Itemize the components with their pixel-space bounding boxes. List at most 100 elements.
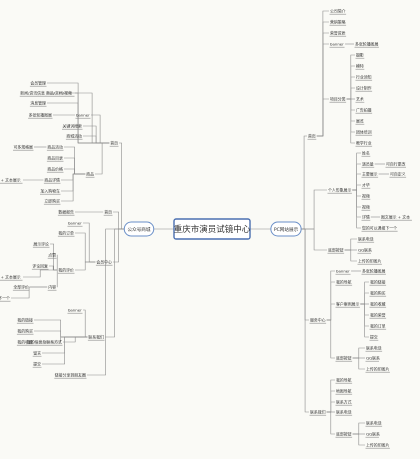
topic-node[interactable]: 上传的印图片 [357,259,382,265]
topic-node[interactable]: 加入购物车 [40,189,61,195]
topic-node[interactable]: 我的购买 [369,291,387,297]
topic-node[interactable]: 联系电话 [357,237,375,243]
topic-node[interactable]: 摄影 [355,53,365,59]
topic-node[interactable]: 才华 [361,183,371,189]
topic-node[interactable]: banner [335,269,351,275]
topic-node[interactable]: 内容 [47,285,57,291]
topic-node[interactable]: 商品/文档/视频 [45,91,75,97]
topic-node[interactable]: 我的购买 [16,329,34,335]
topic-node[interactable]: QQ联系 [365,356,381,362]
topic-node[interactable]: 多张轮播图展 [354,42,379,48]
topic-node[interactable]: 评论回复 [31,264,49,270]
topic-node[interactable]: 我的导航 [335,280,353,286]
topic-node[interactable]: 留言 [32,351,42,357]
topic-node[interactable]: 联系电话 [365,346,383,352]
topic-node[interactable]: 多张轮播图展 [361,269,386,275]
topic-node[interactable]: 商城活动 [65,134,83,140]
topic-node[interactable]: 首页 [307,134,317,140]
topic-node[interactable]: banner [75,113,91,119]
topic-node[interactable]: 客户案例展示 [335,302,360,308]
topic-node[interactable]: 首页 [109,141,119,147]
topic-node[interactable]: 可自行更改 [385,162,407,168]
topic-node[interactable]: 我的链接 [369,280,387,286]
topic-node[interactable]: 联系我们 [309,410,327,416]
topic-node[interactable]: 底部按钮 [335,432,353,438]
topic-node[interactable]: 多张轮播图展 [28,113,53,119]
topic-node[interactable]: 主要展示 [361,172,379,178]
topic-node[interactable]: 服务中心 [309,318,327,324]
topic-label: 上传的印图片 [366,367,389,372]
topic-node[interactable]: 图文 + 文本展示 [0,178,23,184]
topic-node[interactable]: 视频 [361,205,371,211]
topic-node[interactable]: 会员管理 [29,81,47,87]
topic-node[interactable]: 关键词搜索 [62,124,83,130]
topic-node[interactable]: 详情 [361,215,371,221]
topic-node[interactable]: 联系方式 [335,400,353,406]
topic-node[interactable]: 商品目录 [46,156,64,162]
topic-node[interactable]: 我的链接 [16,318,34,324]
topic-node[interactable]: 展览 [355,119,365,125]
topic-node[interactable]: 数据报告 [57,210,75,216]
topic-node[interactable]: 我的导航 [335,378,353,384]
topic-node[interactable]: 会员中心 [95,260,113,266]
topic-node[interactable]: 商品价格 [46,167,64,173]
topic-node[interactable]: 团体培训 [355,130,373,136]
topic-node[interactable]: 营销策略 [329,20,347,26]
main-topic[interactable]: PC网站展示 [270,221,302,237]
topic-node[interactable]: 公司简介 [329,9,347,15]
topic-node[interactable]: 艺术 [355,97,365,103]
topic-node[interactable]: 广告拍摄 [355,108,373,114]
topic-node[interactable]: 我的收藏 [369,302,387,308]
topic-node[interactable]: 您的可以通报下一个 [361,226,398,232]
topic-node[interactable]: 可多规格展 [13,145,34,151]
topic-node[interactable]: QQ联系 [357,248,373,254]
topic-node[interactable]: 点赞 [47,253,57,259]
topic-node[interactable]: 联系电话 [335,410,353,416]
topic-node[interactable]: 演员量 [361,162,375,168]
topic-node[interactable]: 我的订单 [57,231,75,237]
topic-node[interactable]: 荣誉资质 [329,31,347,37]
topic-node[interactable]: 项目分类 [329,97,347,103]
topic-node[interactable]: 商品详情 [43,178,61,184]
topic-node[interactable]: banner [329,42,345,48]
topic-node[interactable]: banner [67,221,83,227]
topic-node[interactable]: 图文 + 文本展示 [0,275,23,281]
topic-label: 荣誉资质 [330,31,346,36]
topic-node[interactable]: 行业须知 [355,75,373,81]
topic-node[interactable]: 模特 [355,64,365,70]
main-topic[interactable]: 公众号商城 [123,221,155,237]
topic-node[interactable]: 可自定义 [389,172,407,178]
topic-node[interactable]: 首页 [103,210,113,216]
topic-node[interactable]: 上传的印图片 [365,367,390,373]
topic-node[interactable]: 我的信息及联系方式 [26,340,63,346]
topic-node[interactable]: 姓名 [361,151,371,157]
topic-node[interactable]: 图文展示 + 文本 [380,215,412,221]
topic-node[interactable]: 商品 [85,172,95,178]
topic-node[interactable]: 我的订单 [369,324,387,330]
topic-node[interactable]: 设计制作 [355,86,373,92]
topic-node[interactable]: 联系我们 [87,335,105,341]
topic-node[interactable]: 联系电话 [365,421,383,427]
topic-node[interactable]: 上传的印图片 [365,443,390,449]
topic-node[interactable]: banner [67,308,83,314]
topic-node[interactable]: 地图导航 [335,389,353,395]
topic-node[interactable]: 视频 [361,194,371,200]
topic-node[interactable]: 新闻/资讯信息 [19,91,47,97]
topic-node[interactable]: 底部按钮 [335,356,353,362]
topic-node[interactable]: 底部按钮 [327,248,345,254]
root-topic[interactable]: 重庆市演员试镜中心 [173,218,251,240]
topic-node[interactable]: 链接分享到朋友圈 [54,373,87,379]
topic-node[interactable]: 我的评价 [57,268,75,274]
topic-node[interactable]: 提交 [32,362,42,368]
topic-node[interactable]: 个人形象展示 [327,188,352,194]
topic-node[interactable]: 消息管理 [29,101,47,107]
topic-node[interactable]: 提交 [369,335,379,341]
topic-node[interactable]: 展示评论 [32,242,50,248]
topic-node[interactable]: 教学行业 [355,141,373,147]
topic-node[interactable]: 全部评价 [12,285,30,291]
topic-node[interactable]: QQ联系 [365,432,381,438]
topic-node[interactable]: 立即购买 [43,199,61,205]
topic-node[interactable]: 我的荣誉 [369,313,387,319]
topic-node[interactable]: 我评过以及看下一个 [0,296,11,302]
topic-node[interactable]: 商品活动 [46,145,64,151]
